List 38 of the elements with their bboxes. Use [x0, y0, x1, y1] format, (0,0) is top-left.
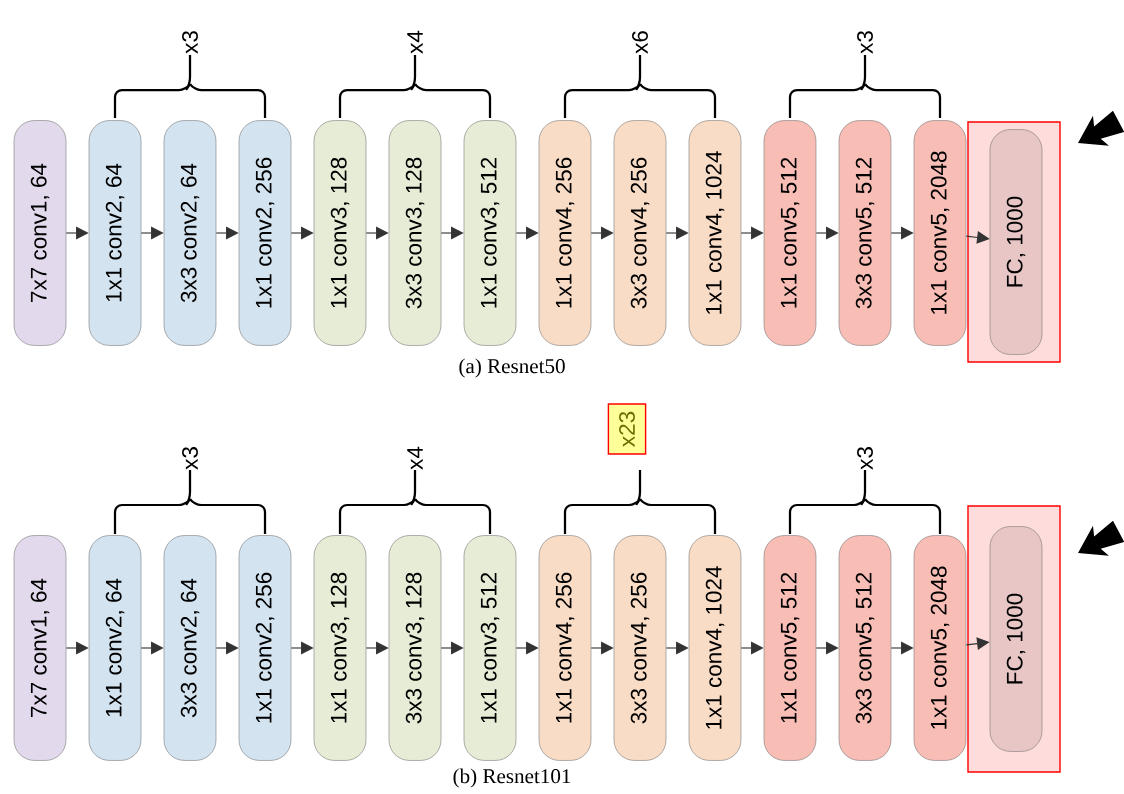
layer-box: 1x1 conv4, 256: [538, 535, 592, 761]
repeat-count: x4: [407, 446, 423, 470]
layer-box: 1x1 conv5, 512: [763, 535, 817, 761]
layer-box: 3x3 conv5, 512: [838, 120, 892, 346]
layer-box: FC, 1000: [989, 526, 1043, 752]
layer-box: 1x1 conv2, 256: [238, 535, 292, 761]
layer-box: 1x1 conv3, 128: [313, 535, 367, 761]
repeat-count: x3: [182, 447, 198, 470]
layer-box: 1x1 conv5, 2048: [913, 535, 967, 761]
layer-box: 1x1 conv2, 64: [88, 120, 142, 346]
layer-box: 7x7 conv1, 64: [13, 535, 67, 761]
caption: (b) Resnet101: [453, 768, 571, 788]
repeat-count: x3: [857, 447, 873, 470]
layer-box: 1x1 conv3, 512: [463, 120, 517, 346]
layer-box: 3x3 conv4, 256: [613, 535, 667, 761]
layer-box: 1x1 conv5, 2048: [913, 120, 967, 346]
layer-box: 1x1 conv5, 512: [763, 120, 817, 346]
layer-box: 1x1 conv3, 512: [463, 535, 517, 761]
layer-box: 3x3 conv4, 256: [613, 120, 667, 346]
layer-box: 3x3 conv3, 128: [388, 120, 442, 346]
layer-box: 1x1 conv3, 128: [313, 120, 367, 346]
repeat-count-tag: x23: [607, 403, 647, 455]
repeat-count: x4: [407, 30, 423, 54]
layer-box: 3x3 conv2, 64: [163, 120, 217, 346]
layer-box: 3x3 conv3, 128: [388, 535, 442, 761]
repeat-count: x3: [182, 31, 198, 54]
layer-box: 1x1 conv4, 1024: [688, 120, 742, 346]
layer-box: 3x3 conv5, 512: [838, 535, 892, 761]
repeat-count: x3: [857, 31, 873, 54]
layer-box: 1x1 conv4, 1024: [688, 535, 742, 761]
caption: (a) Resnet50: [459, 358, 565, 378]
repeat-count: x6: [632, 31, 648, 54]
layer-box: 1x1 conv2, 256: [238, 120, 292, 346]
layer-box: FC, 1000: [989, 129, 1043, 355]
layer-box: 1x1 conv2, 64: [88, 535, 142, 761]
layer-box: 3x3 conv2, 64: [163, 535, 217, 761]
layer-box: 7x7 conv1, 64: [13, 120, 67, 346]
layer-box: 1x1 conv4, 256: [538, 120, 592, 346]
